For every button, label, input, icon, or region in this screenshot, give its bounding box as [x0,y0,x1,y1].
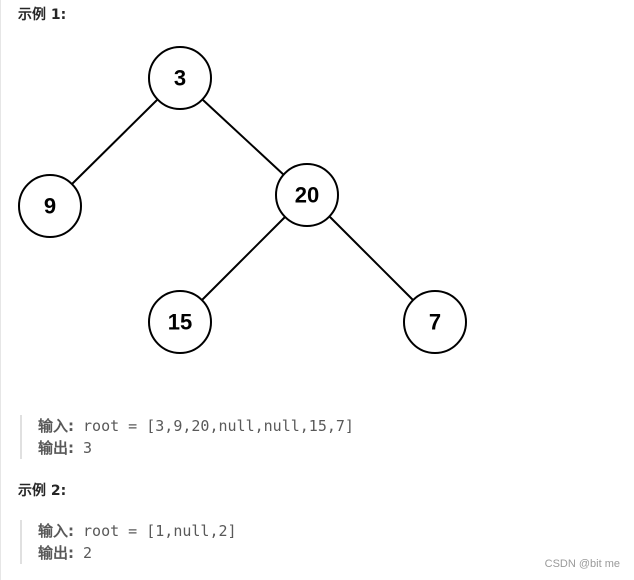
edge-20-7 [329,216,414,301]
binary-tree-diagram: 3 9 20 15 7 [18,46,467,354]
input-value: root = [1,null,2] [74,522,237,540]
tree-edges [71,99,414,302]
output-label: 输出: [38,439,74,457]
example-2-heading: 示例 2: [18,483,67,499]
tree-node-3: 3 [148,46,212,110]
edge-3-9 [71,99,158,185]
example-2-io-block: 输入: root = [1,null,2] 输出: 2 [20,520,237,564]
left-border [0,0,1,580]
example-1-output-line: 输出: 3 [38,437,354,459]
input-value: root = [3,9,20,null,null,15,7] [74,417,354,435]
example-1-heading: 示例 1: [18,7,67,23]
example-1-io-block: 输入: root = [3,9,20,null,null,15,7] 输出: 3 [20,415,354,459]
csdn-watermark: CSDN @bit me [544,558,620,570]
output-value: 2 [74,544,93,562]
node-label-9: 9 [44,194,56,219]
node-label-3: 3 [174,66,186,91]
input-label: 输入: [38,522,74,540]
input-label: 输入: [38,417,74,435]
tree-node-20: 20 [275,163,339,227]
example-1-input-line: 输入: root = [3,9,20,null,null,15,7] [38,415,354,437]
node-label-7: 7 [429,310,441,335]
tree-node-15: 15 [148,290,212,354]
node-label-20: 20 [295,183,319,208]
edge-3-20 [202,99,286,177]
output-value: 3 [74,439,93,457]
tree-node-9: 9 [18,174,82,238]
node-label-15: 15 [168,310,192,335]
output-label: 输出: [38,544,74,562]
edge-20-15 [200,216,286,302]
example-2-input-line: 输入: root = [1,null,2] [38,520,237,542]
example-2-output-line: 输出: 2 [38,542,237,564]
tree-node-7: 7 [403,290,467,354]
